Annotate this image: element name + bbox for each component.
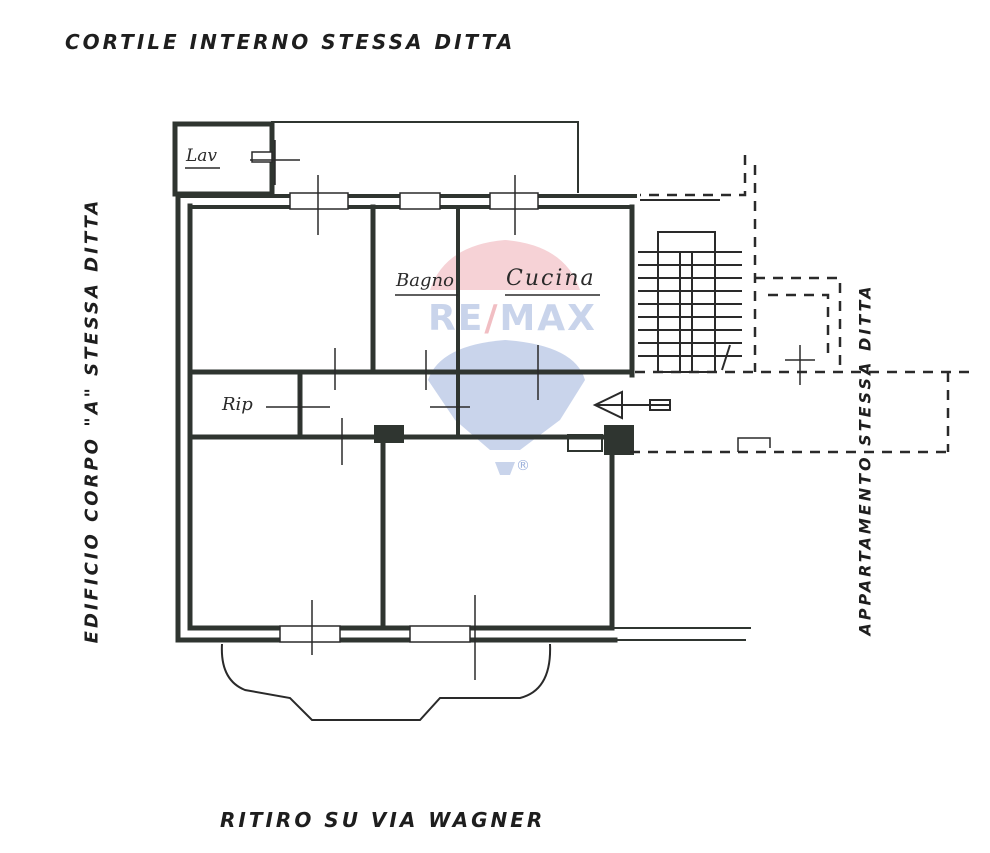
remax-balloon-watermark	[428, 240, 585, 475]
left-boundary-label: EDIFICIO CORPO "A" STESSA DITTA	[81, 197, 103, 644]
right-boundary-label: APPARTAMENTO STESSA DITTA	[855, 283, 875, 636]
bottom-boundary-label: RITIRO SU VIA WAGNER	[220, 808, 546, 832]
remax-watermark-text: RE/MAX	[428, 298, 597, 339]
top-boundary-label: CORTILE INTERNO STESSA DITTA	[65, 30, 516, 54]
remax-re: RE	[428, 298, 485, 339]
room-label-rip: Rip	[222, 394, 253, 415]
room-label-bagno: Bagno	[396, 270, 454, 291]
remax-slash: /	[484, 298, 500, 339]
room-label-cucina: Cucina	[506, 266, 596, 291]
room-label-lav: Lav	[186, 146, 218, 166]
registered-mark: ®	[516, 458, 530, 474]
remax-max: MAX	[499, 298, 597, 339]
